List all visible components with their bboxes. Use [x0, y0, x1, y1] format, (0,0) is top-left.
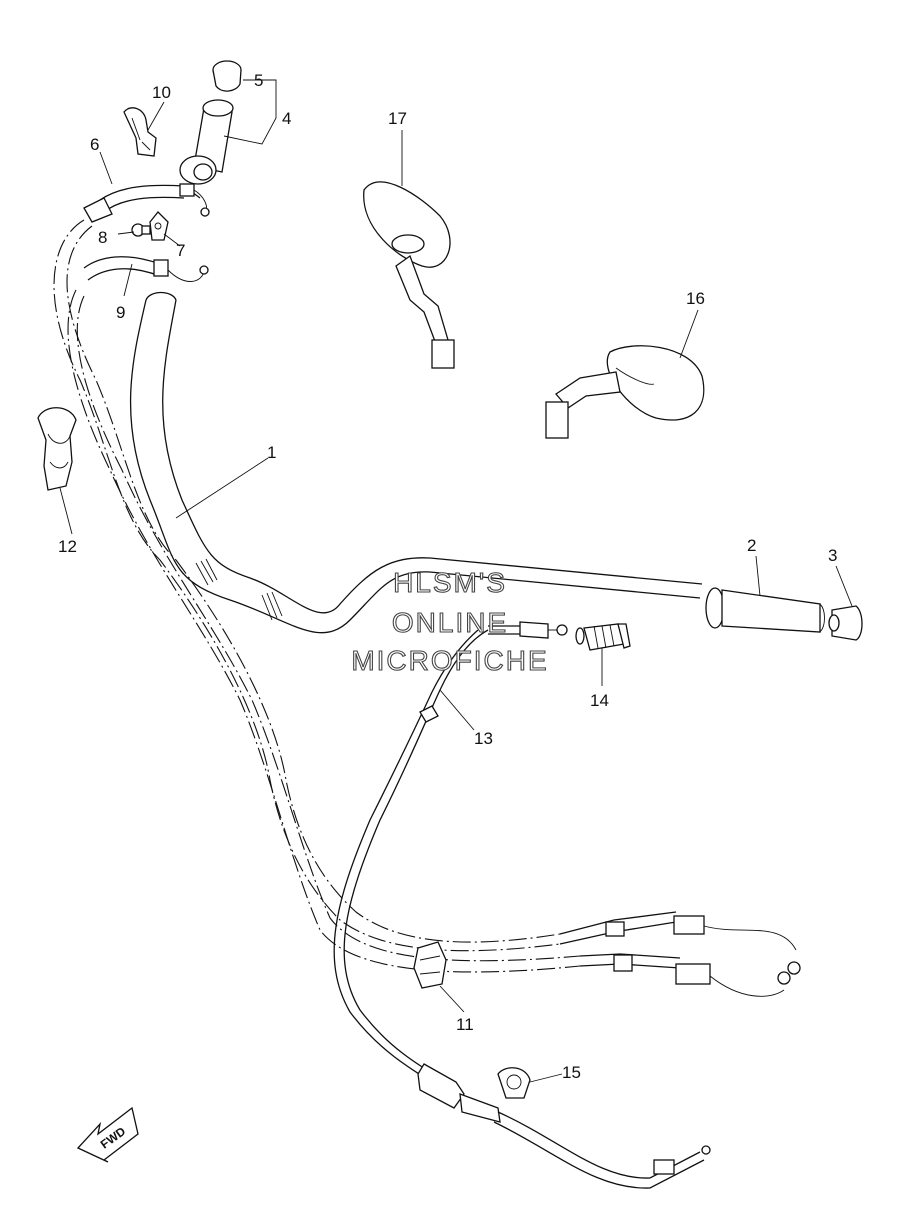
- throttle-cable-2: [67, 256, 581, 973]
- grip-end: [828, 605, 863, 641]
- callout-12: 12: [58, 537, 77, 556]
- right-grip: [705, 587, 825, 633]
- callout-2: 2: [747, 536, 756, 555]
- callout-16: 16: [686, 289, 705, 308]
- cable-clamp-lower: [497, 1067, 531, 1099]
- callout-11: 11: [456, 1015, 474, 1034]
- cable-holder-top: [123, 107, 157, 157]
- callout-14: 14: [590, 691, 609, 710]
- clutch-cable: [333, 621, 711, 1189]
- watermark-line-1: HLSM'S: [393, 567, 507, 598]
- callout-5: 5: [254, 71, 263, 90]
- callout-10: 10: [152, 83, 171, 102]
- throttle-cable-1: [53, 183, 561, 952]
- callout-6: 6: [90, 135, 99, 154]
- leader-lines: [59, 101, 853, 1083]
- screw: [131, 223, 151, 237]
- callout-8: 8: [98, 228, 107, 247]
- cable-ends: [559, 911, 801, 997]
- watermark: HLSM'S ONLINE MICROFICHE: [351, 566, 548, 676]
- callout-1: 1: [267, 443, 276, 462]
- callout-7: 7: [176, 241, 185, 260]
- cable-boot: [575, 623, 631, 651]
- grip-collar: [212, 60, 242, 92]
- callout-3: 3: [828, 546, 837, 565]
- fwd-arrow: FWD: [76, 1106, 139, 1163]
- cable-bracket: [149, 211, 169, 241]
- left-mirror: [363, 181, 455, 369]
- watermark-line-2: ONLINE: [392, 607, 508, 638]
- callout-15: 15: [562, 1063, 581, 1082]
- watermark-line-3: MICROFICHE: [351, 645, 548, 676]
- callout-9: 9: [116, 303, 125, 322]
- wire-clamp-left: [37, 407, 77, 491]
- throttle-grip: [179, 99, 234, 185]
- right-mirror: [545, 345, 705, 439]
- handlebar: [129, 291, 703, 634]
- callout-4: 4: [282, 109, 291, 128]
- callout-17: 17: [388, 109, 407, 128]
- cable-clamp-mid: [413, 941, 447, 989]
- callout-13: 13: [474, 729, 493, 748]
